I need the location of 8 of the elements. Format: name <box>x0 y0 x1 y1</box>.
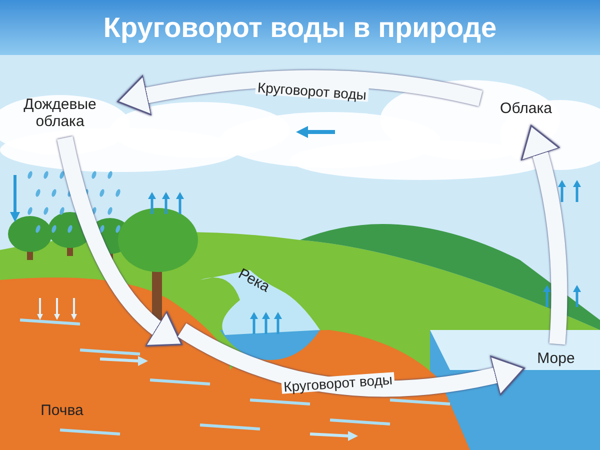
place-label: Облака <box>486 100 566 117</box>
title-banner: Круговорот воды в природе <box>0 0 600 55</box>
place-label: Почва <box>30 402 94 419</box>
cycle-arrow <box>117 70 482 116</box>
place-label: Река <box>230 262 278 298</box>
cycle-arrow <box>57 136 182 346</box>
place-label: Море <box>530 350 582 367</box>
cycle-arrow <box>178 323 526 397</box>
